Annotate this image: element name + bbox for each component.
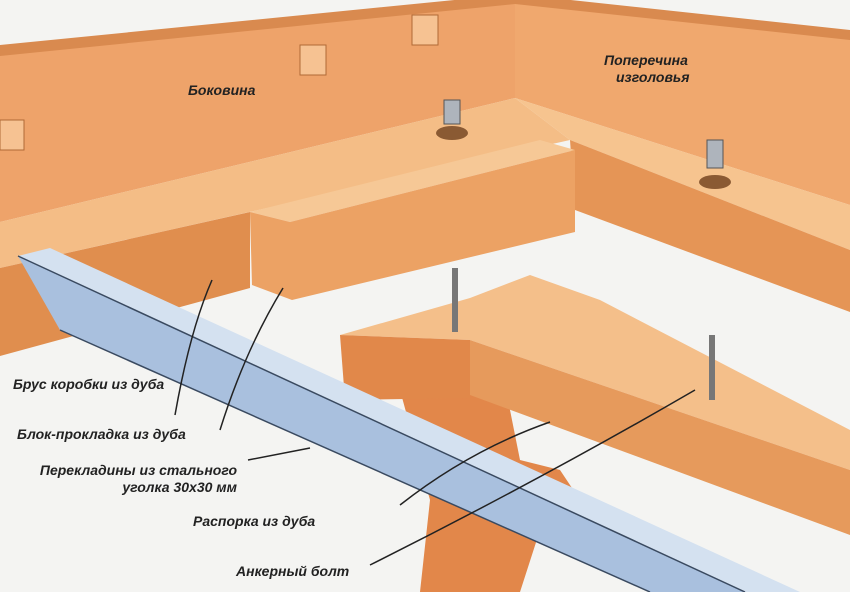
wall-top-edge	[0, 0, 850, 56]
label-steel-crossbar-line2: уголка 30х30 мм	[122, 479, 237, 495]
headboard-ledge-front	[570, 140, 850, 312]
side-panel-wall	[0, 0, 515, 222]
label-headboard-crossbar-line2: изголовья	[616, 69, 690, 85]
label-oak-strut: Распорка из дуба	[193, 513, 316, 529]
crossbar-top	[340, 275, 850, 470]
label-oak-frame-beam: Брус коробки из дуба	[13, 376, 165, 392]
headboard-wall	[515, 0, 850, 205]
crossbar-front	[470, 340, 850, 535]
spacer-block-front	[250, 150, 575, 300]
label-oak-spacer-block: Блок-прокладка из дуба	[17, 426, 186, 442]
steel-angle-top	[18, 248, 800, 592]
label-headboard-crossbar-line1: Поперечина	[604, 52, 688, 68]
wall-bracket	[0, 14, 439, 151]
spacer-block-top	[250, 140, 575, 222]
crossbar-end-block	[340, 335, 470, 400]
nut-icon	[699, 139, 731, 189]
label-anchor-bolt: Анкерный болт	[236, 563, 350, 579]
leader-lines	[174, 279, 696, 566]
side-ledge-top	[0, 98, 570, 268]
label-side-panel: Боковина	[188, 82, 256, 98]
headboard-ledge-top	[515, 98, 850, 250]
label-steel-crossbar-line1: Перекладины из стального	[39, 462, 237, 478]
nut-icon	[436, 99, 468, 140]
